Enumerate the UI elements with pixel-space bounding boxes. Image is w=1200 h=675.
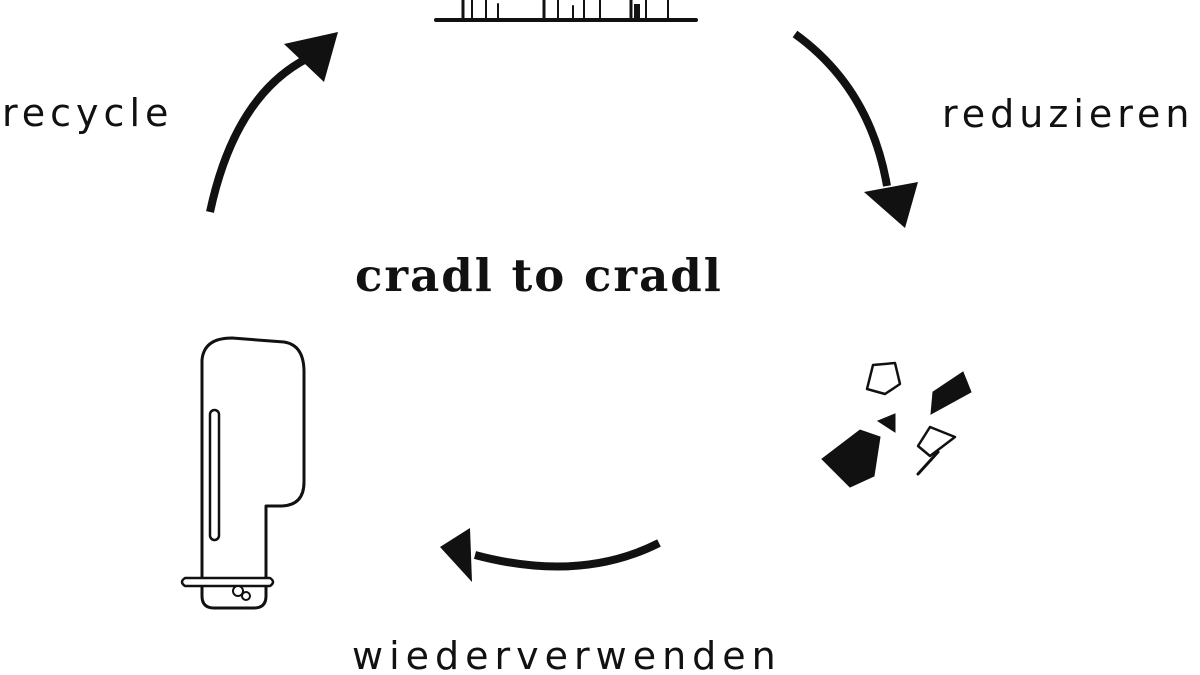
pegboard-icon	[434, 0, 698, 22]
stage-label-reuse: wiederverwenden	[352, 634, 782, 675]
arrow-reduce-to-reuse	[440, 528, 661, 582]
fragments-icon	[821, 361, 972, 488]
wall-holder-icon	[180, 336, 306, 610]
diagram-title: cradl to cradl	[355, 249, 723, 302]
arrow-top-to-reduce	[792, 30, 918, 228]
stage-label-recycle: recycle	[2, 91, 174, 135]
arrow-recycle-to-top	[206, 32, 338, 213]
stage-label-reduce: reduzieren	[942, 92, 1195, 136]
